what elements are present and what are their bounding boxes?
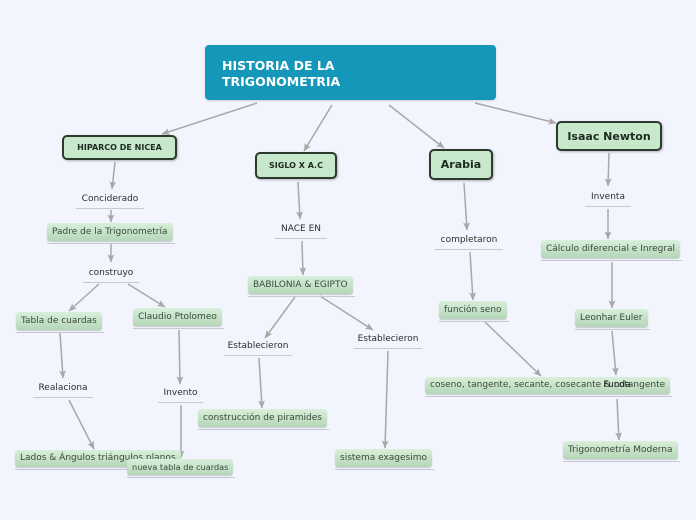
subtopic-sistema-exagesimo[interactable]: sistema exagesimo: [335, 449, 435, 470]
connector-realaciona-to-lados: [68, 399, 95, 450]
subtopic-tabla-de-cuardas[interactable]: Tabla de cuardas: [16, 312, 104, 333]
main-topic-siglo-x-ac[interactable]: SIGLO X A.C: [255, 152, 337, 179]
subtopic-coseno-tangente-secante-cosecante-cotangente[interactable]: coseno, tangente, secante, cosecante & c…: [425, 377, 673, 397]
connector-central-to-arabia: [388, 104, 445, 149]
subtopic-babilonia-egipto[interactable]: BABILONIA & EGIPTO: [248, 276, 355, 297]
subtopic-trigonometria-moderna[interactable]: Trigonometría Moderna: [563, 441, 679, 462]
relation-label-realaciona[interactable]: Realaciona: [33, 381, 93, 398]
connector-central-to-newton: [474, 102, 557, 125]
subtopic-construccion-de-piramides[interactable]: construcción de piramides: [198, 409, 329, 430]
subtopic-padre-de-la-trigonometria[interactable]: Padre de la Trigonometría: [47, 223, 174, 244]
connector-funda-to-trig-moderna: [615, 398, 623, 441]
connector-tabla-to-realaciona: [59, 332, 66, 379]
relation-label-funda[interactable]: Funda: [597, 377, 637, 397]
relation-label-completaron[interactable]: completaron: [435, 233, 503, 250]
central-topic[interactable]: HISTORIA DE LA TRIGONOMETRIA: [205, 45, 496, 100]
relation-label-construyo[interactable]: construyo: [83, 266, 139, 283]
connector-funcion-seno-to-coseno: [484, 321, 542, 377]
connector-central-to-siglo: [303, 104, 333, 152]
relation-label-establecieron-right[interactable]: Establecieron: [354, 332, 422, 349]
connector-nace-en-to-babilonia: [299, 240, 307, 276]
subtopic-funcion-seno[interactable]: función seno: [439, 301, 509, 322]
relation-label-conciderado[interactable]: Conciderado: [76, 192, 144, 209]
connector-euler-to-funda: [611, 330, 619, 376]
connector-establecieron-to-piramides: [258, 357, 265, 409]
subtopic-leonhar-euler[interactable]: Leonhar Euler: [575, 309, 650, 330]
subtopic-nueva-tabla-de-cuardas[interactable]: nueva tabla de cuardas: [127, 459, 236, 478]
relation-label-invento[interactable]: Invento: [158, 386, 203, 403]
connector-central-to-hiparco: [161, 102, 258, 135]
connector-arabia-to-completaron: [463, 182, 470, 231]
main-topic-arabia[interactable]: Arabia: [429, 149, 493, 180]
connector-construyo-to-tabla: [68, 283, 100, 312]
connector-babilonia-to-establecieron-left: [264, 296, 296, 339]
relation-label-nace-en[interactable]: NACE EN: [275, 222, 327, 239]
connector-construyo-to-claudio: [127, 283, 166, 308]
connector-hiparco-to-conciderado: [109, 161, 117, 190]
central-topic-label: HISTORIA DE LA TRIGONOMETRIA: [222, 58, 341, 89]
relation-label-establecieron-left[interactable]: Establecieron: [224, 339, 292, 356]
relation-label-inventa[interactable]: Inventa: [585, 190, 631, 207]
subtopic-calculo-diferencial-e-inregral[interactable]: Cálculo diferencial e Inregral: [541, 240, 683, 261]
subtopic-claudio-ptolomeo[interactable]: Claudio Ptolomeo: [133, 308, 224, 329]
main-topic-isaac-newton[interactable]: Isaac Newton: [556, 121, 662, 151]
connector-siglo-to-nace-en: [296, 181, 303, 220]
connector-completaron-to-funcion-seno: [469, 251, 476, 301]
main-topic-hiparco-de-nicea[interactable]: HIPARCO DE NICEA: [62, 135, 177, 160]
connector-newton-to-inventa: [604, 152, 612, 187]
connector-establecieron-to-sistema: [381, 350, 389, 449]
connector-claudio-to-invento: [176, 329, 184, 385]
connector-babilonia-to-establecieron-right: [319, 295, 374, 331]
